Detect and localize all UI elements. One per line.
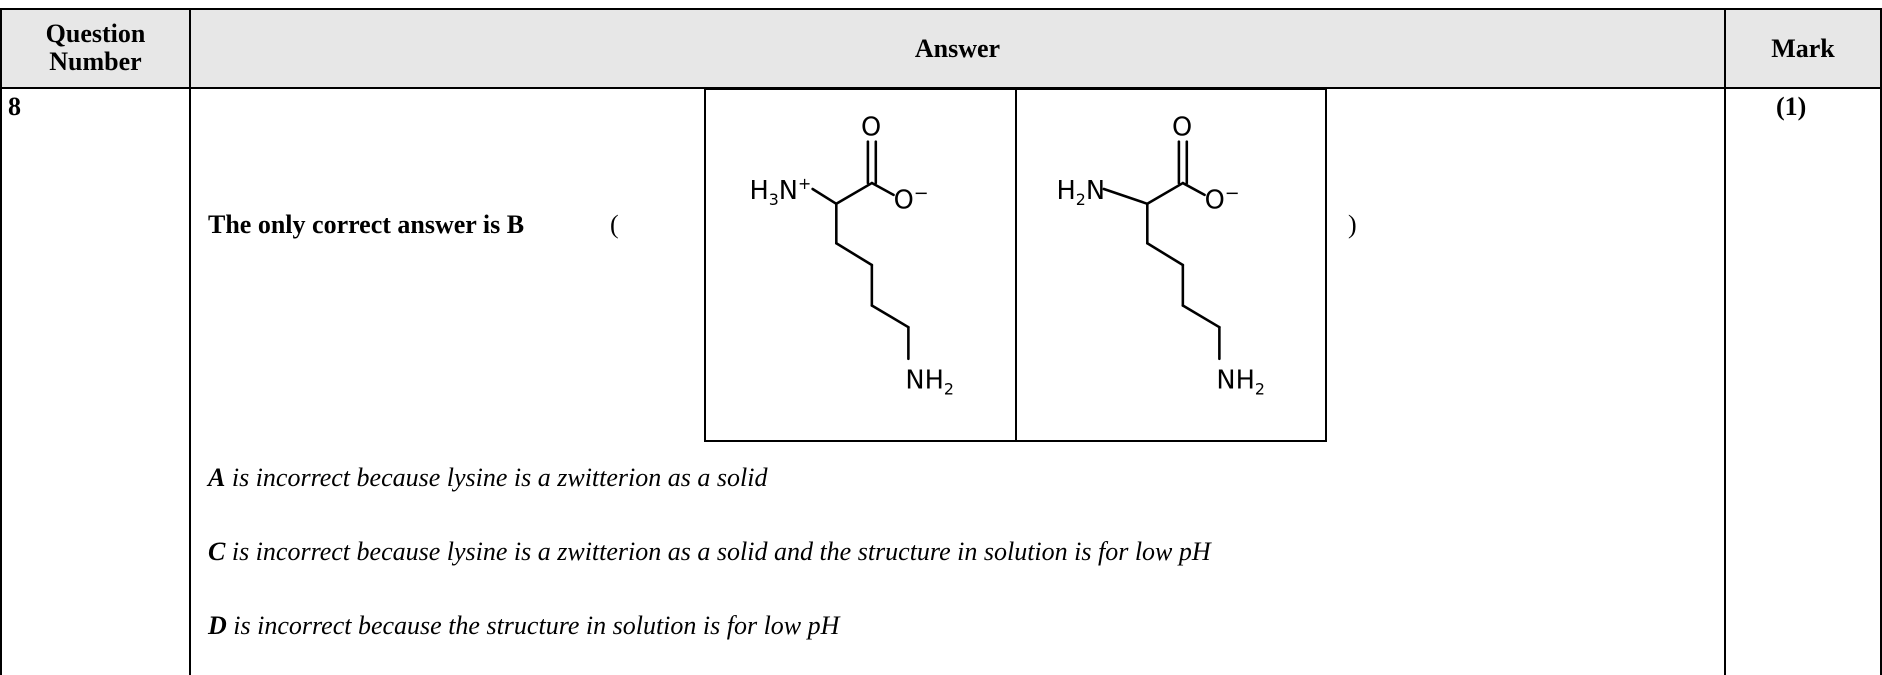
table-border-left: [0, 8, 2, 675]
header-question-number-line2: Number: [49, 47, 142, 76]
explanation-c: C is incorrect because lysine is a zwitt…: [208, 537, 1211, 567]
carboxylate-oxygen: O−: [894, 184, 929, 216]
explanation-a: A is incorrect because lysine is a zwitt…: [208, 463, 767, 493]
column-divider-1: [189, 8, 191, 675]
open-parenthesis: (: [610, 210, 619, 239]
header-mark: Mark: [1771, 34, 1835, 63]
explanation-letter: C: [208, 537, 226, 566]
carbonyl-oxygen: O: [861, 113, 881, 143]
mark-value: (1): [1776, 92, 1807, 121]
side-chain-amine: NH2: [1216, 365, 1265, 398]
lysine-solution-diagram: H2N O O− NH2: [1056, 113, 1265, 399]
explanation-text: is incorrect because lysine is a zwitter…: [225, 537, 1211, 566]
structure-solution: H2N O O− NH2: [1015, 88, 1327, 442]
question-number: 8: [8, 92, 21, 121]
explanation-letter: A: [208, 463, 226, 492]
side-chain-amine: NH2: [905, 365, 954, 398]
table-border-right: [1880, 8, 1882, 675]
header-answer: Answer: [914, 34, 1001, 63]
header-row-background: [2, 10, 1880, 88]
amine-group-label: H3N+: [749, 174, 811, 209]
table-border-top: [0, 8, 1882, 10]
lysine-zwitterion-diagram: H3N+ O O− NH2: [749, 113, 954, 399]
close-parenthesis: ): [1348, 210, 1357, 239]
column-divider-2: [1724, 8, 1726, 675]
carbonyl-oxygen: O: [1172, 113, 1192, 143]
amine-group-label: H2N: [1056, 176, 1105, 209]
header-question-number-line1: Question: [45, 19, 146, 48]
structure-solid: H3N+ O O− NH2: [704, 88, 1017, 442]
explanation-text: is incorrect because the structure in so…: [226, 611, 840, 640]
explanation-letter: D: [208, 611, 227, 640]
answer-statement: The only correct answer is B: [208, 210, 525, 239]
explanation-d: D is incorrect because the structure in …: [208, 611, 839, 641]
explanation-text: is incorrect because lysine is a zwitter…: [225, 463, 768, 492]
carboxylate-oxygen: O−: [1205, 184, 1240, 216]
header-question-number: Question Number: [2, 20, 189, 76]
